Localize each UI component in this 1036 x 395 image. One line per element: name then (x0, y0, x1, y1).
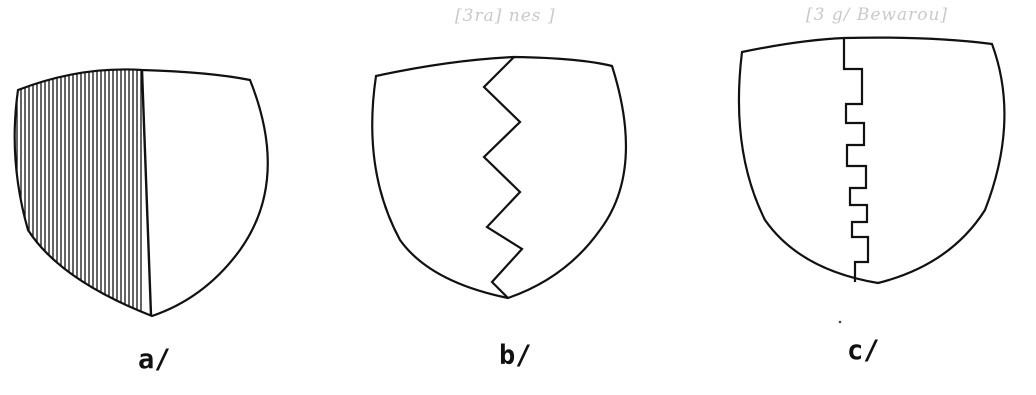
shield-b-outline (372, 57, 626, 298)
shield-a-division-line (142, 70, 151, 315)
caption-b: b/ (499, 340, 532, 371)
shield-c-embattled-line (844, 38, 868, 282)
shield-a-hatching (0, 40, 142, 330)
shield-a (0, 40, 268, 330)
caption-c: c/ (847, 335, 880, 366)
shield-b (372, 57, 626, 298)
faint-bleed-text-1: [3ra] nes ] (455, 6, 556, 26)
shield-c (739, 38, 1005, 283)
shield-c-outline (739, 38, 1005, 283)
stray-marks (519, 321, 841, 391)
shield-b-zigzag-line (484, 57, 522, 298)
faint-bleed-text-2: [3 g/ Bewarou] (806, 5, 948, 25)
caption-a: a/ (138, 344, 171, 375)
